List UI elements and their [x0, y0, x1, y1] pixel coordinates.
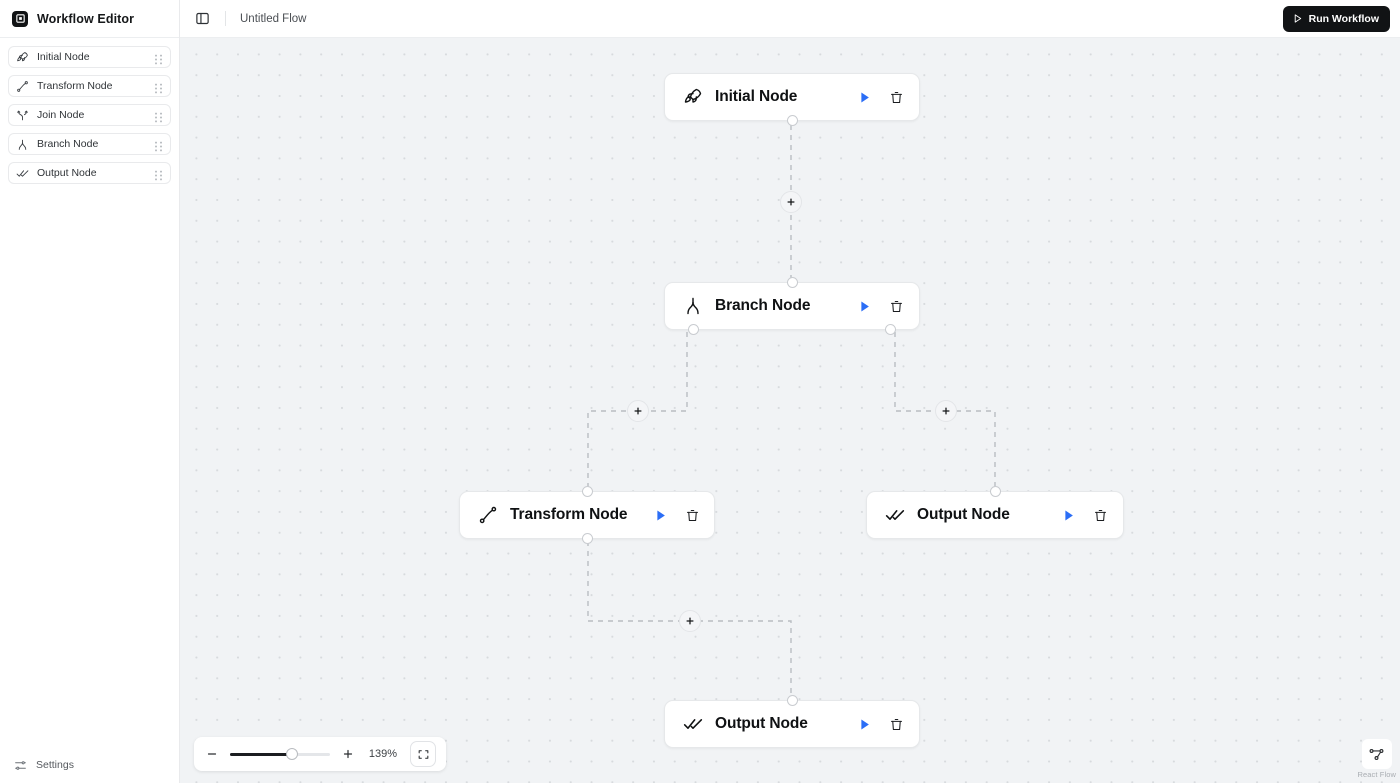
rocket-icon [683, 87, 703, 107]
sidebar-item-settings[interactable]: Settings [0, 747, 180, 783]
node-output-handle-right[interactable] [885, 324, 896, 335]
palette-item-label: Transform Node [37, 80, 113, 92]
palette-item-label: Branch Node [37, 138, 99, 150]
node-delete-button[interactable] [887, 88, 905, 106]
node-branch[interactable]: Branch Node [664, 277, 920, 335]
edge-add-button-initial-branch[interactable] [780, 191, 802, 213]
panel-left-icon[interactable] [192, 9, 212, 29]
drag-handle-icon[interactable] [154, 139, 163, 151]
node-output-handle[interactable] [786, 115, 798, 126]
double-check-icon [683, 714, 703, 734]
node-delete-button[interactable] [887, 297, 905, 315]
double-check-icon [885, 505, 905, 525]
zoom-slider[interactable] [230, 747, 330, 761]
sidebar: Workflow Editor Initial Node [0, 0, 180, 783]
palette-item-label: Join Node [37, 109, 85, 121]
palette-item-initial-node[interactable]: Initial Node [8, 46, 171, 68]
node-output-handle-left[interactable] [688, 324, 699, 335]
fit-view-button[interactable] [410, 741, 436, 767]
zoom-out-button[interactable] [204, 746, 220, 762]
attribution-label: React Flow [1357, 770, 1396, 779]
node-run-button[interactable] [855, 297, 873, 315]
node-output-handle[interactable] [581, 533, 593, 544]
sidebar-title: Workflow Editor [37, 11, 135, 26]
node-initial[interactable]: Initial Node [664, 73, 920, 126]
zoom-slider-thumb[interactable] [286, 748, 298, 760]
zoom-in-button[interactable] [340, 746, 356, 762]
node-actions [651, 506, 701, 524]
curve-transform-icon [16, 80, 29, 93]
palette-item-label: Output Node [37, 167, 97, 179]
node-palette: Initial Node Transform Node [0, 38, 179, 184]
node-input-handle[interactable] [989, 486, 1001, 497]
zoom-level-value: 139% [368, 748, 398, 760]
app-logo-icon [12, 10, 28, 27]
node-input-handle[interactable] [786, 277, 798, 288]
topbar: Untitled Flow Run Workflow [180, 0, 1400, 38]
merge-join-icon [16, 109, 29, 122]
node-delete-button[interactable] [1091, 506, 1109, 524]
topbar-divider [225, 11, 226, 26]
node-run-button[interactable] [855, 88, 873, 106]
node-output-b[interactable]: Output Node [664, 695, 920, 748]
flow-name[interactable]: Untitled Flow [240, 12, 307, 25]
run-workflow-label: Run Workflow [1308, 12, 1379, 25]
sidebar-header: Workflow Editor [0, 0, 179, 38]
drag-handle-icon[interactable] [154, 52, 163, 64]
palette-item-transform-node[interactable]: Transform Node [8, 75, 171, 97]
edge-add-button-branch-output-a[interactable] [935, 400, 957, 422]
play-outline-icon [1292, 13, 1303, 24]
curve-transform-icon [478, 505, 498, 525]
node-label: Transform Node [510, 506, 628, 523]
react-flow-attribution[interactable]: React Flow [1357, 739, 1396, 779]
zoom-slider-fill [230, 752, 292, 756]
node-actions [855, 715, 905, 733]
palette-item-output-node[interactable]: Output Node [8, 162, 171, 184]
split-branch-icon [683, 296, 703, 316]
edge-add-button-transform-output-b[interactable] [679, 610, 701, 632]
node-label: Output Node [715, 715, 808, 732]
node-label: Branch Node [715, 297, 811, 314]
node-actions [855, 88, 905, 106]
palette-item-branch-node[interactable]: Branch Node [8, 133, 171, 155]
drag-handle-icon[interactable] [154, 81, 163, 93]
node-run-button[interactable] [1059, 506, 1077, 524]
drag-handle-icon[interactable] [154, 168, 163, 180]
node-input-handle[interactable] [581, 486, 593, 497]
node-delete-button[interactable] [887, 715, 905, 733]
drag-handle-icon[interactable] [154, 110, 163, 122]
node-delete-button[interactable] [683, 506, 701, 524]
node-transform[interactable]: Transform Node [459, 486, 715, 544]
main-area: Untitled Flow Run Workflow [180, 0, 1400, 783]
node-actions [1059, 506, 1109, 524]
node-run-button[interactable] [855, 715, 873, 733]
palette-item-join-node[interactable]: Join Node [8, 104, 171, 126]
react-flow-logo-icon [1361, 739, 1392, 769]
node-label: Output Node [917, 506, 1010, 523]
node-input-handle[interactable] [786, 695, 798, 706]
edges-layer [587, 125, 996, 700]
run-workflow-button[interactable]: Run Workflow [1282, 5, 1390, 32]
split-branch-icon [16, 138, 29, 151]
double-check-icon [16, 167, 29, 180]
zoom-controls: 139% [194, 737, 446, 771]
node-actions [855, 297, 905, 315]
palette-item-label: Initial Node [37, 51, 90, 63]
node-run-button[interactable] [651, 506, 669, 524]
node-label: Initial Node [715, 88, 798, 105]
edge-add-button-branch-transform[interactable] [627, 400, 649, 422]
flow-canvas[interactable]: Initial Node [180, 38, 1400, 783]
sliders-icon [14, 759, 27, 772]
rocket-icon [16, 51, 29, 64]
settings-label: Settings [36, 759, 74, 771]
node-output-a[interactable]: Output Node [866, 486, 1124, 539]
